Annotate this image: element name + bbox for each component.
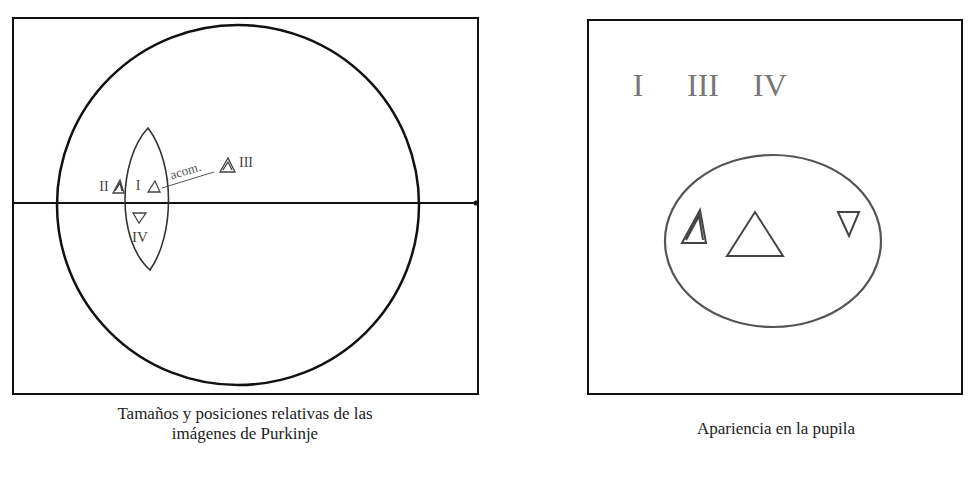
roman-numeral-label: I: [136, 178, 141, 194]
accommodation-label: acom.: [169, 159, 203, 182]
roman-numeral-label: II: [99, 179, 108, 195]
pupil-triangle: [682, 210, 706, 243]
roman-numeral-label: III: [239, 155, 253, 171]
axis-dot: [474, 201, 479, 206]
image-triangle: [113, 180, 124, 193]
roman-numeral-label: IV: [753, 67, 787, 104]
pupil-outline: [665, 155, 881, 327]
image-triangle: [148, 181, 160, 192]
eye-outline: [57, 25, 419, 385]
panel-frame: [588, 20, 962, 394]
image-triangle: [133, 213, 146, 223]
figure-caption: Apariencia en la pupila: [697, 419, 855, 439]
image-triangle: [220, 158, 235, 172]
roman-numeral-label: III: [687, 67, 719, 104]
lens-outline: [125, 128, 169, 270]
panel-frame: [13, 18, 478, 394]
pupil-triangle: [727, 212, 783, 256]
optical-axis: [13, 202, 476, 204]
roman-numeral-label: I: [633, 67, 644, 104]
figure-caption: Tamaños y posiciones relativas de las im…: [110, 404, 380, 443]
roman-numeral-label: IV: [132, 229, 148, 246]
pupil-triangle: [838, 212, 859, 236]
